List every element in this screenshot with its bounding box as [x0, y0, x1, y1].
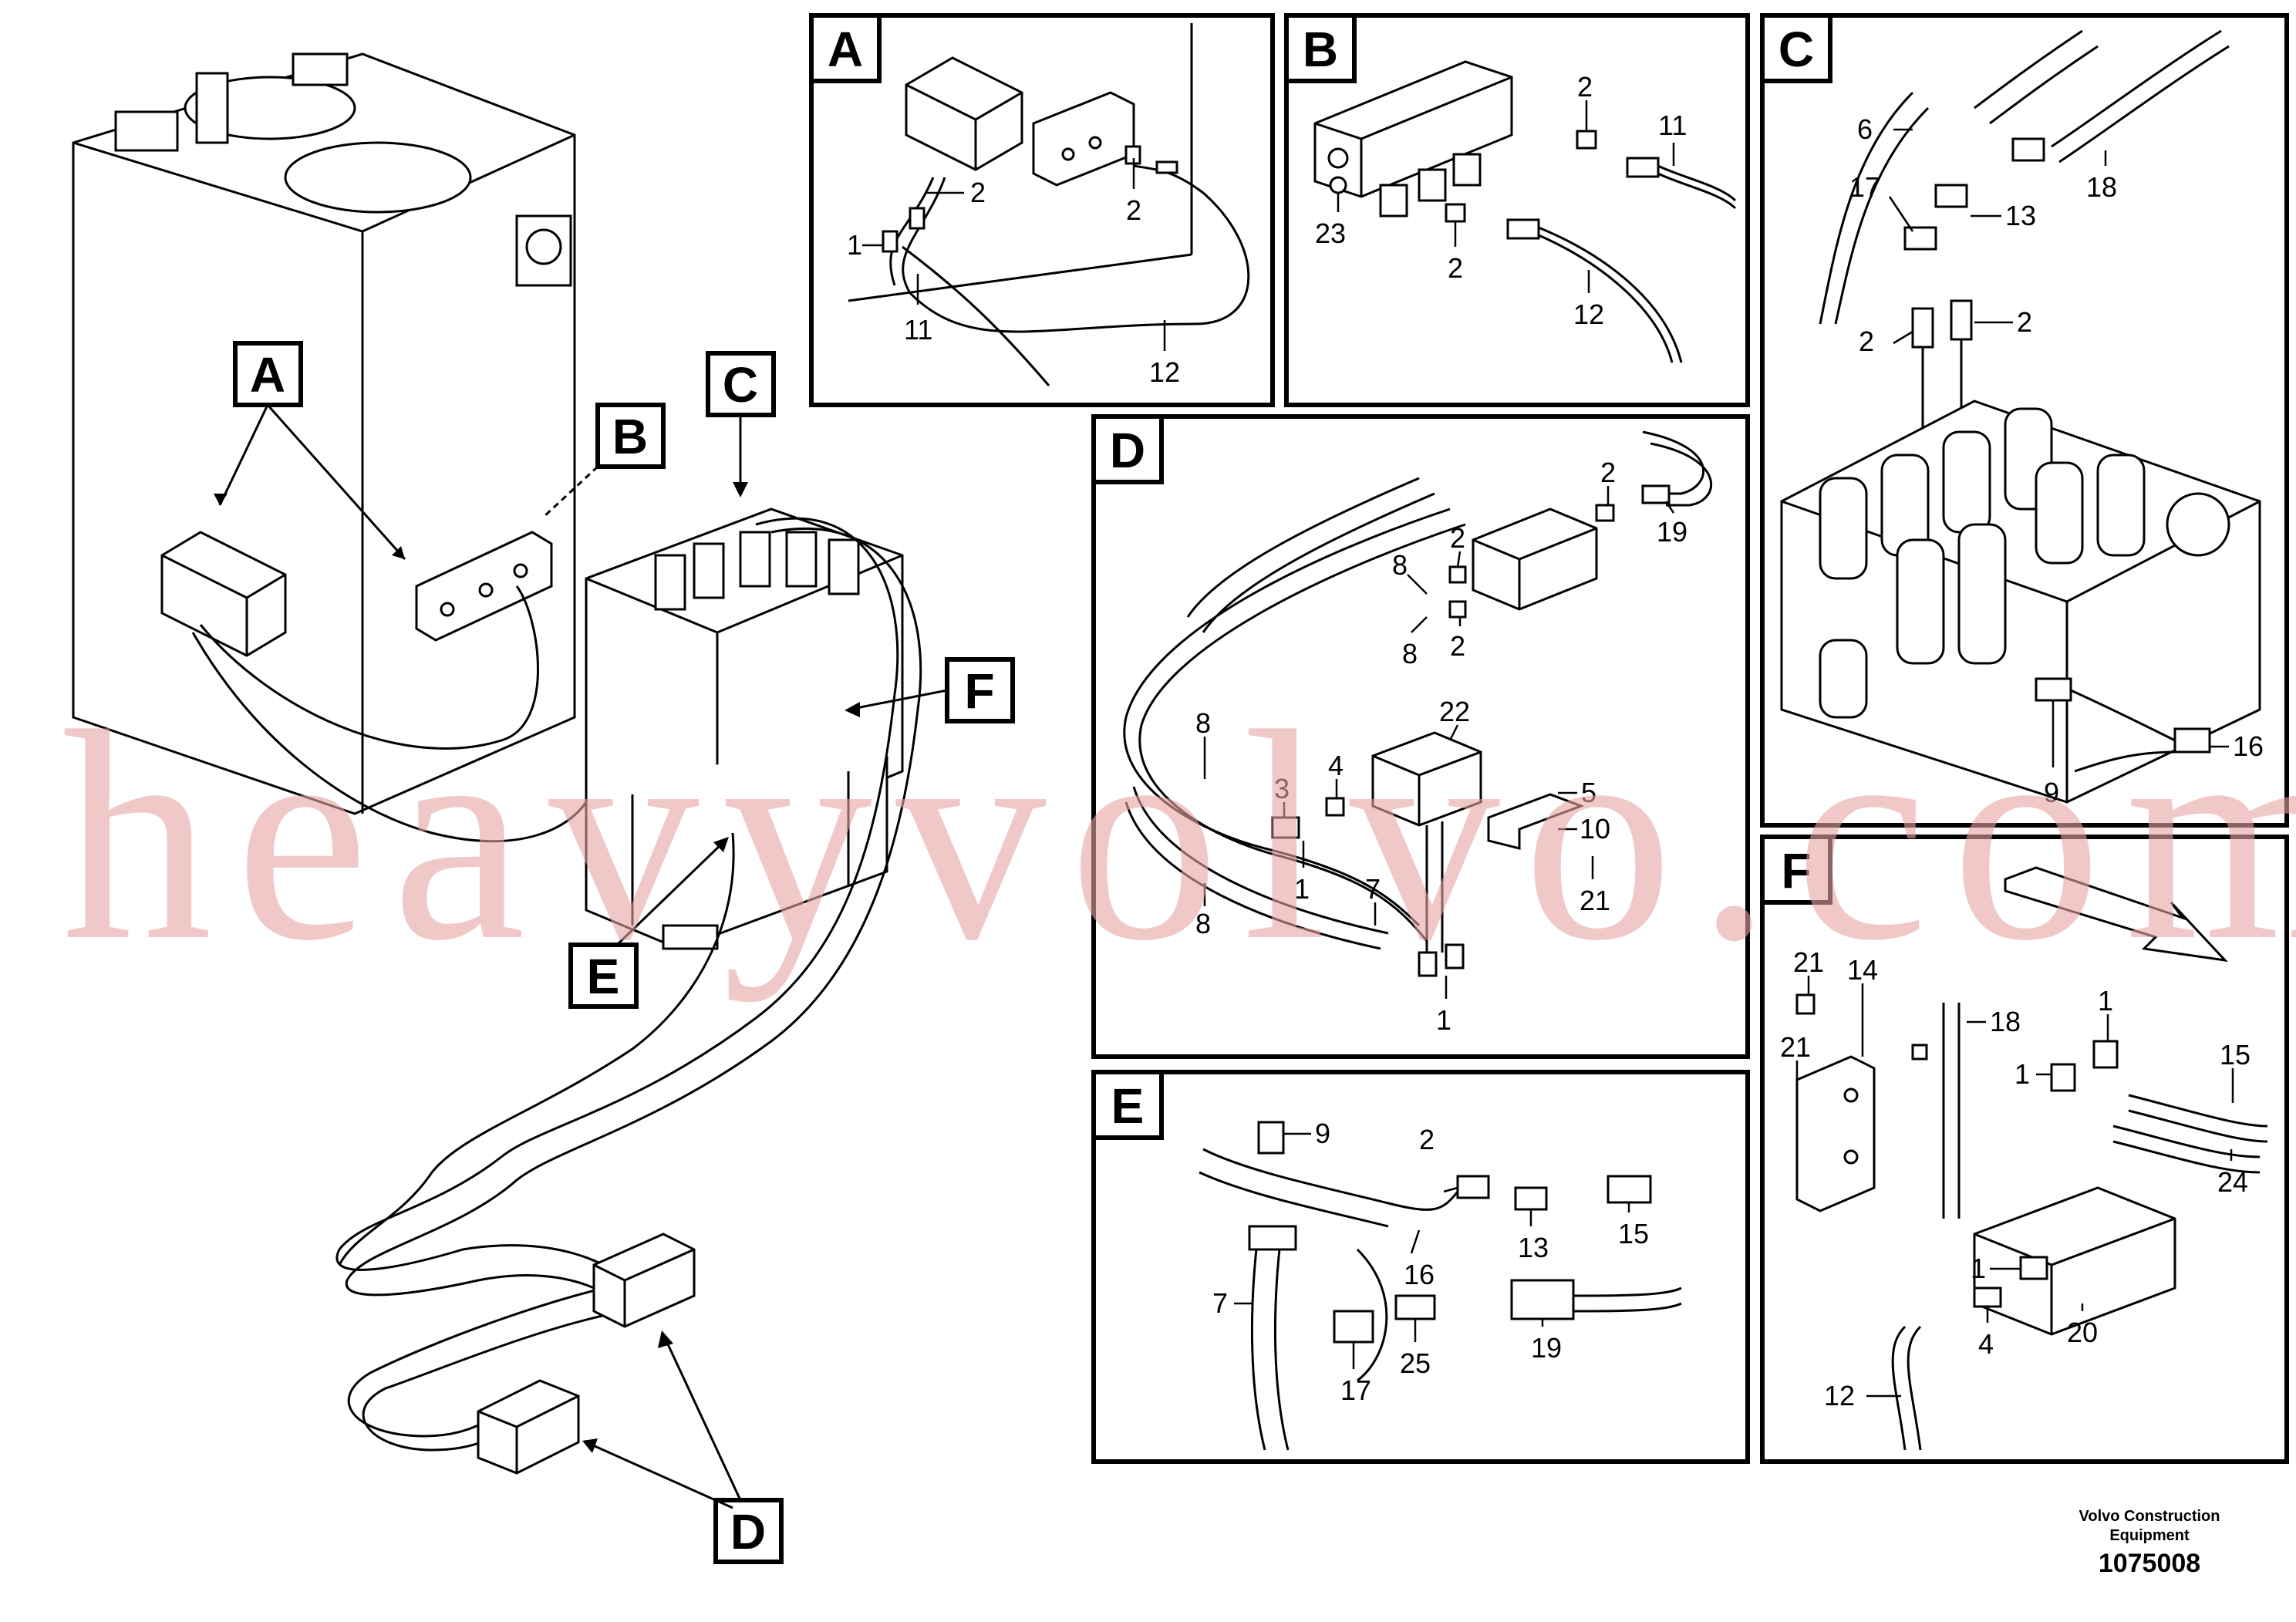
panel-E-title: E: [1111, 1078, 1145, 1134]
panel-C-label-6: 6: [1857, 113, 1873, 145]
panel-E-label-9: 9: [1315, 1118, 1330, 1149]
panel-F-label-24: 24: [2217, 1166, 2248, 1198]
panel-D-label-8a: 8: [1392, 549, 1408, 581]
panel-F-label-21a: 21: [1793, 946, 1824, 978]
panel-C-label-2a: 2: [1859, 325, 1874, 357]
panel-F-label-1b: 1: [2014, 1058, 2030, 1090]
panel-B-label-2b: 2: [1448, 252, 1463, 284]
panel-D-label-2c: 2: [1450, 630, 1465, 662]
panel-D-label-3: 3: [1274, 773, 1290, 804]
detail-panel-B: B 2 11 23 2 12: [1284, 13, 1750, 407]
panel-D-label-1a: 1: [1294, 873, 1310, 905]
panel-F-label-14: 14: [1847, 954, 1878, 986]
callout-F-letter: F: [964, 663, 994, 719]
panel-F-title: F: [1781, 843, 1811, 899]
panel-D-label-8b: 8: [1402, 638, 1418, 669]
footer-brand-line2: Equipment: [2109, 1527, 2190, 1544]
panel-D-label-1b: 1: [1436, 1004, 1451, 1036]
callout-D: D: [582, 1330, 784, 1564]
panel-C-label-13: 13: [2005, 200, 2036, 231]
panel-E-label-15: 15: [1618, 1218, 1649, 1249]
callout-C-letter: C: [723, 357, 758, 413]
panel-C-label-9: 9: [2044, 777, 2059, 808]
panel-D-label-22: 22: [1439, 696, 1470, 727]
panel-E-label-25: 25: [1400, 1347, 1431, 1379]
detail-panel-D: D 2 19 8 2: [1091, 414, 1750, 1059]
panel-F-label-1c: 1: [1971, 1253, 1986, 1284]
panel-B-label-2a: 2: [1577, 71, 1593, 103]
panel-F-label-18: 18: [1990, 1006, 2021, 1037]
panel-D-label-4: 4: [1328, 750, 1344, 781]
panel-F-label-1a: 1: [2098, 985, 2113, 1017]
panel-E-label-13: 13: [1518, 1232, 1549, 1263]
panel-B-title: B: [1303, 22, 1338, 77]
callout-B: B: [542, 403, 666, 518]
hose-bundle: [191, 517, 922, 1452]
panel-C-label-2b: 2: [2017, 306, 2032, 338]
panel-E-label-17: 17: [1340, 1374, 1371, 1406]
detail-panel-E: E 9 2 16 13 15 7 17 25 19: [1091, 1070, 1750, 1464]
callout-C: C: [706, 351, 776, 497]
panel-B-label-11: 11: [1658, 110, 1687, 141]
panel-B-label-23: 23: [1315, 218, 1346, 249]
hydraulic-tank: [72, 52, 576, 815]
panel-C-title: C: [1778, 22, 1814, 77]
panel-D-label-2a: 2: [1600, 457, 1616, 488]
panel-D-title: D: [1110, 423, 1145, 478]
panel-A-label-2a: 2: [970, 177, 986, 208]
panel-D-label-8c: 8: [1195, 707, 1211, 739]
footer-doc-number: 1075008: [2098, 1549, 2201, 1578]
callout-D-letter: D: [730, 1504, 766, 1560]
panel-D-label-5: 5: [1581, 777, 1596, 808]
panel-F-label-21b: 21: [1780, 1031, 1811, 1063]
direction-arrow-icon: [2004, 866, 2228, 963]
panel-E-label-19: 19: [1531, 1332, 1562, 1364]
panel-D-label-21: 21: [1580, 885, 1610, 916]
panel-A-label-2b: 2: [1126, 194, 1141, 226]
detail-panel-C: C 6 17 1: [1760, 13, 2289, 828]
footer-brand-line1: Volvo Construction: [2079, 1508, 2220, 1525]
panel-D-label-2b: 2: [1450, 522, 1465, 554]
callout-B-letter: B: [612, 409, 648, 464]
junction-block-component: [592, 1233, 696, 1328]
callout-F: F: [845, 657, 1015, 723]
panel-E-label-16: 16: [1404, 1259, 1435, 1290]
callout-E-letter: E: [587, 949, 620, 1004]
panel-A-title: A: [828, 22, 863, 77]
detail-panel-F: F 21 14 1 21 18: [1760, 835, 2289, 1464]
pressure-switch-component: [160, 531, 287, 657]
callout-A: A: [214, 341, 406, 560]
panel-C-label-16: 16: [2233, 730, 2264, 762]
panel-D-label-7: 7: [1365, 873, 1381, 905]
panel-A-label-1: 1: [847, 229, 862, 261]
panel-F-label-15: 15: [2220, 1039, 2250, 1071]
pilot-valve-component: [477, 1379, 580, 1475]
panel-F-label-12: 12: [1824, 1380, 1855, 1411]
panel-D-label-19: 19: [1657, 516, 1687, 548]
panel-F-label-20: 20: [2067, 1317, 2098, 1348]
panel-D-label-8d: 8: [1195, 908, 1211, 939]
callout-A-letter: A: [250, 347, 285, 403]
panel-C-label-17: 17: [1849, 171, 1880, 203]
control-valve-block: [585, 508, 904, 950]
overview-illustration: A B C F E D: [72, 52, 1015, 1564]
panel-C-label-18: 18: [2086, 171, 2117, 203]
panel-B-label-12: 12: [1573, 298, 1604, 330]
detail-panel-A: A 1 2 2 11 12: [809, 13, 1275, 407]
panel-D-label-10: 10: [1580, 813, 1610, 845]
callout-E: E: [568, 837, 729, 1009]
panel-A-label-12: 12: [1149, 356, 1180, 388]
adapter-plate-component: [415, 531, 553, 642]
panel-E-label-7: 7: [1212, 1287, 1228, 1319]
panel-A-label-11: 11: [904, 314, 932, 346]
panel-E-label-2: 2: [1419, 1124, 1435, 1155]
panel-F-label-4: 4: [1978, 1328, 1994, 1360]
